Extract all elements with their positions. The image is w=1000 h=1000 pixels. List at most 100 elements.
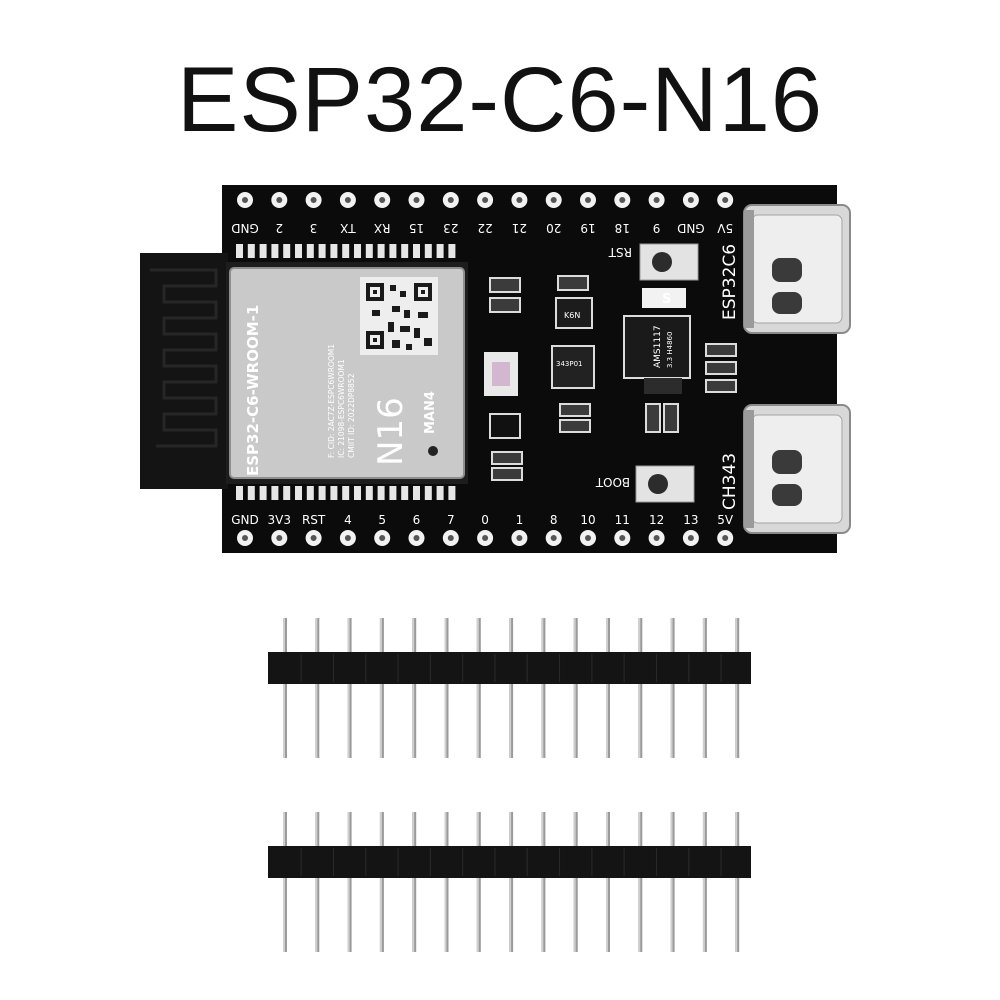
bottom-pin-hole bbox=[653, 535, 660, 541]
boot-button-cap[interactable] bbox=[648, 474, 668, 494]
top-pin-hole bbox=[242, 197, 248, 203]
rgb-led-lens bbox=[492, 362, 510, 386]
header-pin-highlight bbox=[283, 618, 285, 758]
module-pad bbox=[389, 486, 397, 500]
bottom-pin-label: 6 bbox=[413, 513, 421, 527]
top-pin-hole bbox=[687, 197, 694, 203]
module-pad bbox=[436, 486, 444, 500]
module-pad bbox=[259, 486, 267, 500]
module-pad bbox=[401, 486, 409, 500]
top-pin-label: 5V bbox=[716, 221, 733, 235]
antenna-area bbox=[140, 253, 228, 489]
top-pin-hole bbox=[379, 197, 386, 203]
module-pad bbox=[318, 244, 326, 258]
antenna-trace bbox=[150, 268, 218, 448]
module-fcc-line: F: CID: 2AC7Z-ESPC6WROOM1 bbox=[327, 344, 336, 458]
module-pad bbox=[436, 244, 444, 258]
module-pad bbox=[389, 244, 397, 258]
module-pad bbox=[342, 244, 350, 258]
header-pin-highlight bbox=[573, 618, 576, 758]
module-pad bbox=[342, 486, 350, 500]
header-pin-highlight bbox=[670, 618, 673, 758]
usb-c-port-ch343[interactable] bbox=[743, 404, 851, 534]
module-pad bbox=[295, 486, 302, 500]
header-pin-highlight bbox=[283, 812, 285, 952]
top-pin-label: 20 bbox=[546, 221, 561, 235]
module-pad bbox=[354, 244, 361, 258]
bottom-pin-label: 1 bbox=[516, 513, 524, 527]
usb-uart-chip bbox=[551, 345, 595, 389]
module-variant: N16 bbox=[371, 397, 411, 466]
ldo-tab bbox=[644, 378, 682, 394]
header-pin-highlight bbox=[509, 812, 512, 952]
rst-button-cap[interactable] bbox=[652, 252, 672, 272]
bottom-pin-hole bbox=[550, 535, 557, 541]
header-pin-highlight bbox=[315, 618, 318, 758]
top-pin-label: TX bbox=[340, 221, 357, 235]
module-pad bbox=[448, 244, 456, 258]
bottom-pin-hole bbox=[619, 535, 626, 541]
top-header-pads bbox=[237, 192, 734, 208]
bottom-pin-hole bbox=[310, 535, 317, 541]
bottom-pin-hole bbox=[722, 535, 729, 541]
bottom-pin-label: RST bbox=[302, 513, 326, 527]
header-pin-highlight bbox=[379, 812, 382, 952]
transistor bbox=[489, 413, 521, 439]
top-pin-hole bbox=[550, 197, 557, 203]
header-pin-highlight bbox=[476, 812, 479, 952]
passive-components bbox=[489, 275, 737, 481]
top-pin-hole bbox=[653, 197, 660, 203]
module-pad bbox=[236, 486, 243, 500]
module-pad bbox=[295, 244, 302, 258]
module-chip: MAN4 bbox=[423, 391, 438, 434]
module-pad bbox=[236, 244, 243, 258]
top-pin-label: RX bbox=[374, 221, 391, 235]
header-pin-highlight bbox=[638, 618, 641, 758]
bottom-pin-hole bbox=[379, 535, 386, 541]
module-pads bbox=[236, 244, 456, 500]
top-pin-hole bbox=[447, 197, 454, 203]
header-pin-highlight bbox=[573, 812, 576, 952]
module-pad bbox=[413, 244, 420, 258]
top-pin-hole bbox=[722, 197, 729, 203]
bottom-pin-label: 7 bbox=[447, 513, 455, 527]
rst-label: RST bbox=[608, 245, 632, 259]
top-pin-hole bbox=[585, 197, 591, 203]
bottom-pin-hole bbox=[687, 535, 694, 541]
bottom-pin-label: 10 bbox=[580, 513, 595, 527]
usb-chip-label: 343P01 bbox=[556, 360, 583, 368]
header-pin-highlight bbox=[444, 812, 447, 952]
top-pin-hole bbox=[413, 197, 420, 203]
header-pin-highlight bbox=[541, 812, 544, 952]
bottom-pin-label: 12 bbox=[649, 513, 664, 527]
product-title: ESP32-C6-N16 bbox=[176, 49, 824, 151]
module-pad bbox=[401, 244, 409, 258]
usb-c-port-esp32c6[interactable] bbox=[743, 204, 851, 334]
ldo-code: 3.3 H4860 bbox=[666, 332, 674, 368]
bottom-pin-hole bbox=[276, 535, 283, 541]
module-pad bbox=[306, 244, 314, 258]
ldo-label: AMS1117 bbox=[653, 325, 663, 368]
top-pin-hole bbox=[344, 197, 351, 203]
header-pin-highlight bbox=[476, 618, 479, 758]
module-pad bbox=[259, 244, 267, 258]
module-pad bbox=[247, 244, 255, 258]
module-pad bbox=[247, 486, 255, 500]
module-pad bbox=[271, 244, 279, 258]
header-pin-highlight bbox=[606, 812, 608, 952]
header-pin-highlight bbox=[735, 618, 738, 758]
module-pad bbox=[271, 486, 279, 500]
bottom-pin-hole bbox=[344, 535, 351, 541]
top-pin-hole bbox=[619, 197, 626, 203]
bottom-pin-label: 11 bbox=[615, 513, 630, 527]
module-pad bbox=[330, 486, 338, 500]
header-pin-highlight bbox=[347, 618, 350, 758]
module-pad bbox=[424, 244, 432, 258]
header-pin-highlight bbox=[702, 618, 705, 758]
bottom-pin-label: 3V3 bbox=[268, 513, 291, 527]
module-pad bbox=[283, 244, 291, 258]
header-pin-highlight bbox=[638, 812, 641, 952]
header-pin-highlight bbox=[670, 812, 673, 952]
